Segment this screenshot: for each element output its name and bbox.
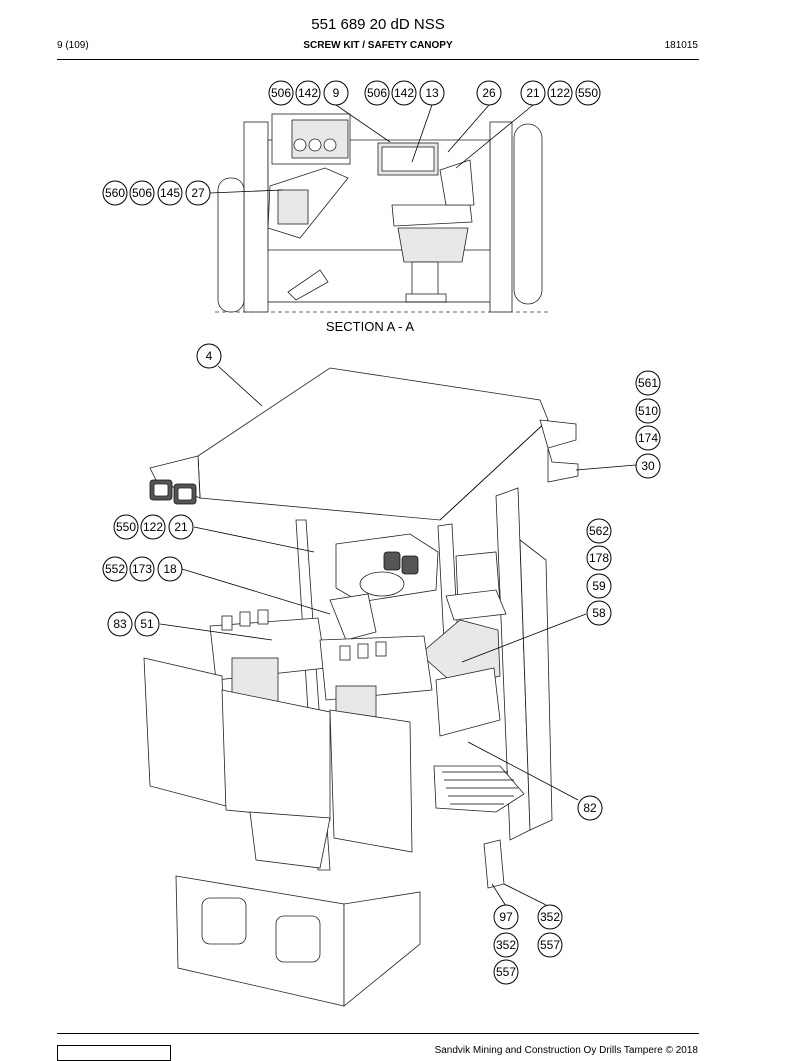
callout-label: 21 xyxy=(174,520,188,534)
safety-canopy-drawing xyxy=(143,367,579,1007)
callout-label: 18 xyxy=(163,562,177,576)
callout-group: 562 xyxy=(586,518,612,544)
callout-label: 352 xyxy=(540,910,560,924)
callout-label: 122 xyxy=(550,86,570,100)
callout-label: 557 xyxy=(540,938,560,952)
callout-group: 510 xyxy=(635,398,661,424)
callout-group: 174 xyxy=(635,425,661,451)
callout-label: 82 xyxy=(583,801,597,815)
callout-label: 58 xyxy=(592,606,606,620)
callout-group: 97 352 xyxy=(493,904,563,930)
callout-group: 58 xyxy=(586,600,612,626)
callout-label: 550 xyxy=(578,86,598,100)
callout-group: 506 142 9 xyxy=(268,80,349,106)
callout-label: 561 xyxy=(638,376,658,390)
section-view-drawing xyxy=(215,113,548,313)
callout-group: 26 xyxy=(476,80,502,106)
callout-label: 562 xyxy=(589,524,609,538)
callout-label: 142 xyxy=(298,86,318,100)
leader-lines xyxy=(159,104,637,907)
callout-label: 9 xyxy=(333,86,340,100)
section-title: SCREW KIT / SAFETY CANOPY xyxy=(303,40,453,51)
footer-copyright: Sandvik Mining and Construction Oy Drill… xyxy=(434,1045,698,1056)
callout-label: 173 xyxy=(132,562,152,576)
document-date: 181015 xyxy=(664,40,698,51)
callout-label: 83 xyxy=(113,617,127,631)
callout-label: 26 xyxy=(482,86,496,100)
callout-label: 510 xyxy=(638,404,658,418)
callout-label: 506 xyxy=(271,86,291,100)
callout-label: 122 xyxy=(143,520,163,534)
callout-label: 13 xyxy=(425,86,439,100)
page-number: 9 (109) xyxy=(57,40,89,51)
callout-label: 21 xyxy=(526,86,540,100)
callout-label: 59 xyxy=(592,579,606,593)
callout-label: 4 xyxy=(206,349,213,363)
callout-group: 4 xyxy=(196,343,222,369)
callout-group: 352 557 xyxy=(493,932,563,958)
callout-group: 83 51 xyxy=(107,611,160,637)
callout-label: 174 xyxy=(638,431,658,445)
footer-divider xyxy=(57,1033,699,1034)
callout-group: 561 xyxy=(635,370,661,396)
callout-label: 506 xyxy=(132,186,152,200)
callout-label: 142 xyxy=(394,86,414,100)
callout-group: 82 xyxy=(577,795,603,821)
callout-label: 560 xyxy=(105,186,125,200)
callout-label: 552 xyxy=(105,562,125,576)
callout-label: 145 xyxy=(160,186,180,200)
sandvik-logo xyxy=(57,1045,171,1061)
callout-group: 560 506 145 27 xyxy=(102,180,211,206)
header-divider xyxy=(57,59,699,60)
callout-group: 557 xyxy=(493,959,519,985)
section-label: SECTION A - A xyxy=(325,319,415,334)
callout-label: 352 xyxy=(496,938,516,952)
callout-label: 506 xyxy=(367,86,387,100)
callout-group: 30 xyxy=(635,453,661,479)
callout-group: 178 xyxy=(586,545,612,571)
callout-group: 59 xyxy=(586,573,612,599)
callout-label: 550 xyxy=(116,520,136,534)
callout-label: 97 xyxy=(499,910,513,924)
callout-group: 550 122 21 xyxy=(113,514,194,540)
document-title: 551 689 20 dD NSS xyxy=(311,16,445,33)
callout-group: 21 122 550 xyxy=(520,80,601,106)
callout-group: 552 173 18 xyxy=(102,556,183,582)
callouts: 506 142 9 506 142 13 26 21 122 550 560 5… xyxy=(102,80,661,985)
callout-label: 51 xyxy=(140,617,154,631)
callout-label: 178 xyxy=(589,551,609,565)
callout-label: 30 xyxy=(641,459,655,473)
callout-label: 557 xyxy=(496,965,516,979)
callout-group: 506 142 13 xyxy=(364,80,445,106)
callout-label: 27 xyxy=(191,186,205,200)
